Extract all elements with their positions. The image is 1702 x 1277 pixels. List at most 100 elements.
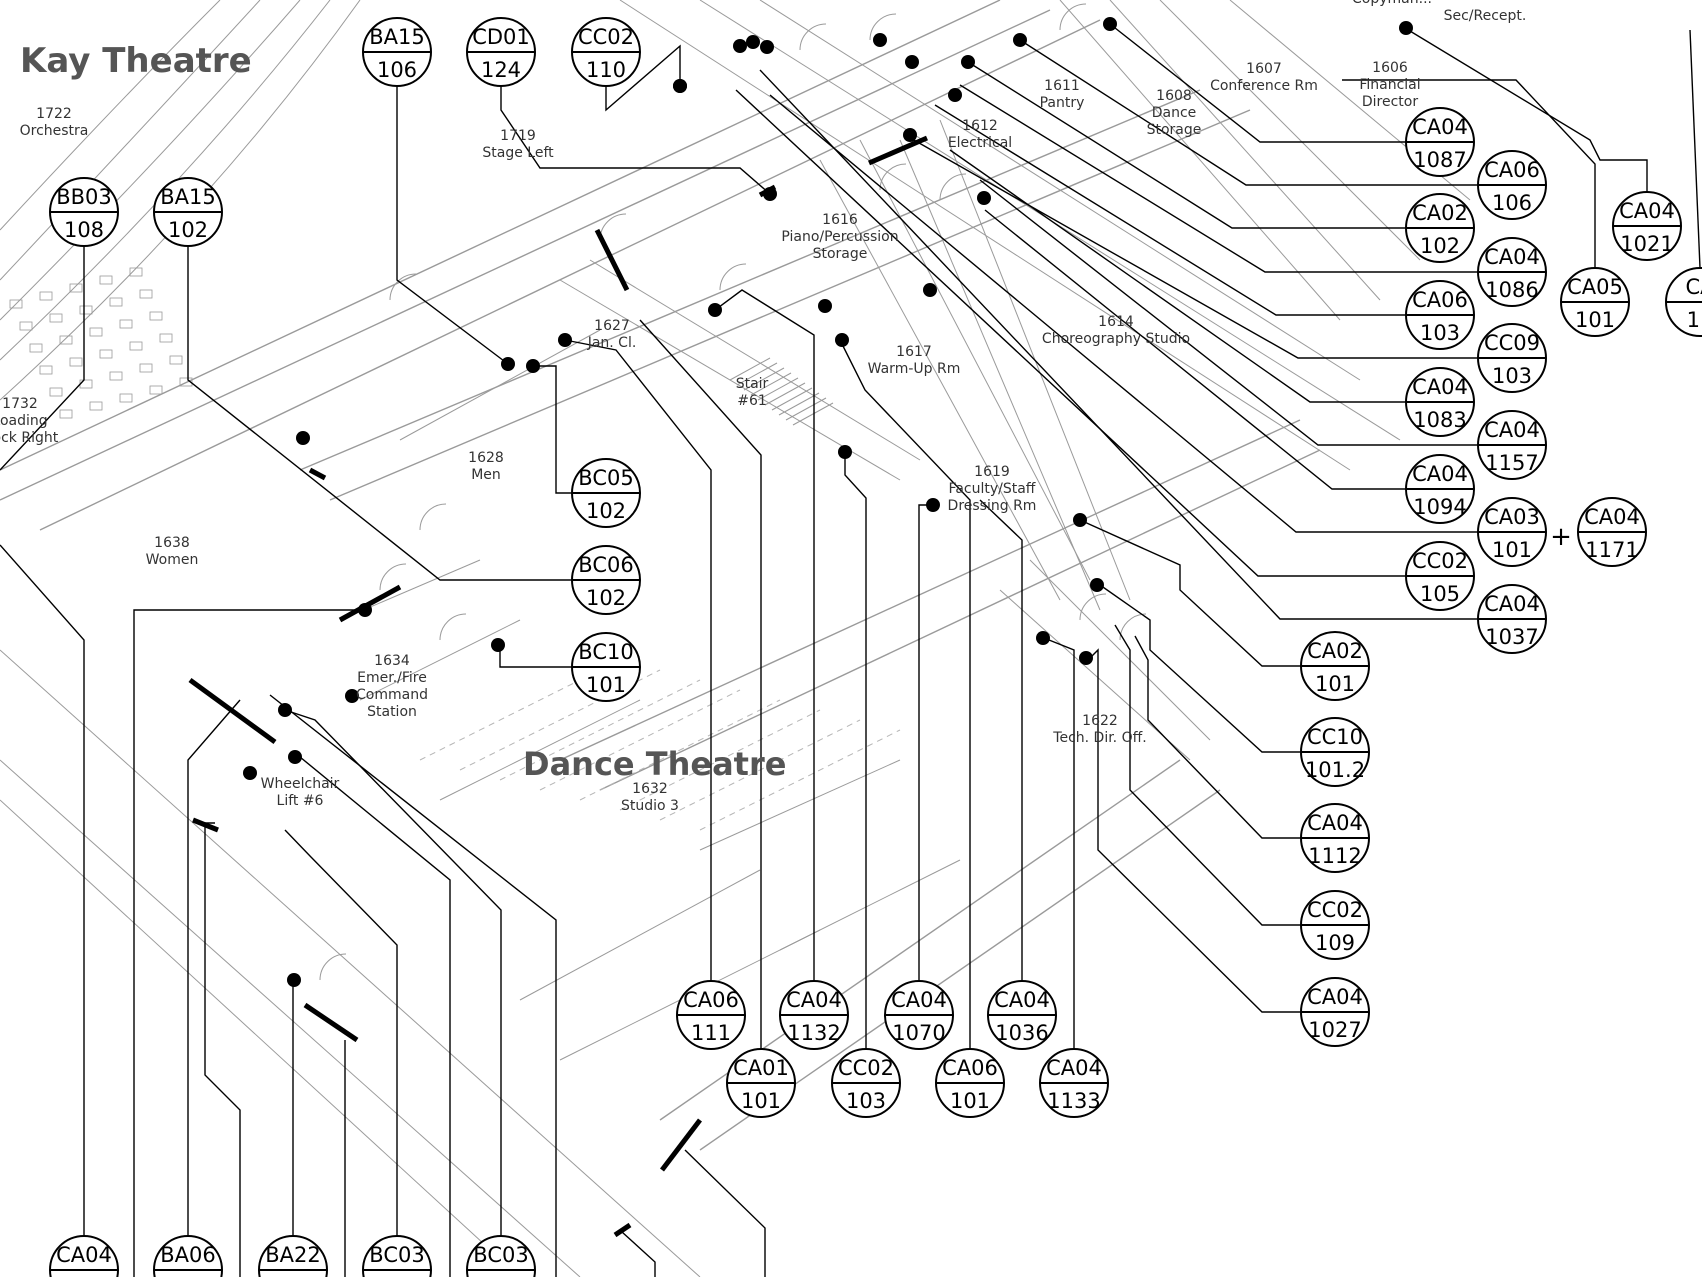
room-label-line: Studio 3 <box>621 798 679 814</box>
room-label-line: 1634 <box>374 653 410 669</box>
leader-dot <box>977 191 991 205</box>
tag-bottom-code: 109 <box>1315 931 1355 955</box>
leader-dot <box>1090 578 1104 592</box>
room-label-line: 1606 <box>1372 60 1408 76</box>
leader-line <box>839 339 971 1049</box>
room-label-line: Pantry <box>1040 95 1085 111</box>
tag-top-code: BA15 <box>369 25 425 49</box>
room-label-line: 1614 <box>1098 314 1134 330</box>
seat <box>39 291 53 301</box>
seat <box>159 333 173 343</box>
leader-line <box>714 289 815 981</box>
leader-dot <box>526 359 540 373</box>
tag-bottom-code: 103 <box>1492 364 1532 388</box>
leader-line <box>1043 637 1075 1049</box>
stair-tread <box>778 392 820 416</box>
leader-dot <box>358 603 372 617</box>
leader-line <box>187 699 241 1236</box>
tag-bottom-code: 103 <box>1420 321 1460 345</box>
seat <box>109 297 123 307</box>
room-label-line: Stair <box>736 376 769 392</box>
tag-bottom-code: 101 <box>586 673 626 697</box>
room-label-line: Choreography Studio <box>1042 331 1190 347</box>
door-swing <box>319 953 347 981</box>
leader-line <box>967 61 1406 229</box>
seat <box>139 363 153 373</box>
tag-bottom-code: 102 <box>168 218 208 242</box>
room-label-line: Sec/Recept. <box>1444 8 1527 24</box>
leader-dot <box>288 750 302 764</box>
seat <box>129 267 143 277</box>
leader-line <box>284 709 502 1236</box>
studio-grid-line <box>659 719 861 821</box>
wall-line <box>819 159 1061 601</box>
leader-line <box>0 246 85 471</box>
door-mark <box>594 228 630 292</box>
seat <box>59 409 73 419</box>
door-mark <box>660 1118 702 1172</box>
tag-top-code: CA04 <box>994 988 1050 1012</box>
room-label-line: Dance <box>1152 105 1197 121</box>
seat <box>39 365 53 375</box>
tag-bottom-code: 1036 <box>995 1021 1048 1045</box>
leader-dot <box>961 55 975 69</box>
wall-line <box>759 0 1361 381</box>
tag-top-code: CC09 <box>1484 331 1540 355</box>
hardware-tag: CC09 103 <box>1477 323 1547 393</box>
tag-top-code: CA04 <box>56 1243 112 1267</box>
tag-top-code: CA05 <box>1567 275 1623 299</box>
tag-top-code: BA22 <box>265 1243 321 1267</box>
hardware-tag: BA06 <box>153 1235 223 1277</box>
leader-line <box>396 86 509 365</box>
room-label-line: Loading <box>0 413 48 429</box>
studio-grid-line <box>619 709 821 811</box>
leader-dot <box>287 973 301 987</box>
tag-bottom-code: 101 <box>950 1089 990 1113</box>
leader-line <box>684 1149 766 1277</box>
leader-line <box>621 1231 656 1277</box>
leader-line <box>284 829 398 1236</box>
wall-line <box>599 449 1321 791</box>
room-label-line: 1627 <box>594 318 630 334</box>
hardware-tag: BA15 106 <box>362 17 432 87</box>
seat <box>9 299 23 309</box>
tag-top-code: CC02 <box>578 25 634 49</box>
studio-grid-line <box>539 689 741 791</box>
room-label-line: Station <box>367 704 417 720</box>
door-mark <box>303 1002 359 1043</box>
leader-dot <box>835 333 849 347</box>
stair-tread <box>764 382 806 406</box>
tag-bottom-code: 102 <box>586 499 626 523</box>
wall-line <box>359 619 521 701</box>
tag-top-code: CA01 <box>733 1056 789 1080</box>
leader-dot <box>948 88 962 102</box>
leader-dot <box>1079 651 1093 665</box>
leader-dot <box>1013 33 1027 47</box>
room-label-line: Dock Right <box>0 430 59 446</box>
tag-bottom-code: 106 <box>377 58 417 82</box>
wall-line <box>0 649 701 1277</box>
tag-top-code: CA04 <box>1484 245 1540 269</box>
leader-dot <box>926 498 940 512</box>
studio-grid-line <box>459 669 661 771</box>
wall-line <box>439 699 641 801</box>
room-label-line: 1719 <box>500 128 536 144</box>
room-label-line: 1628 <box>468 450 504 466</box>
hardware-tag: BC03 <box>466 1235 536 1277</box>
room-label-line: Copyman... <box>1352 0 1432 7</box>
leader-line <box>949 149 1406 403</box>
tag-top-code: CA04 <box>891 988 947 1012</box>
room-label-line: Storage <box>813 246 868 262</box>
